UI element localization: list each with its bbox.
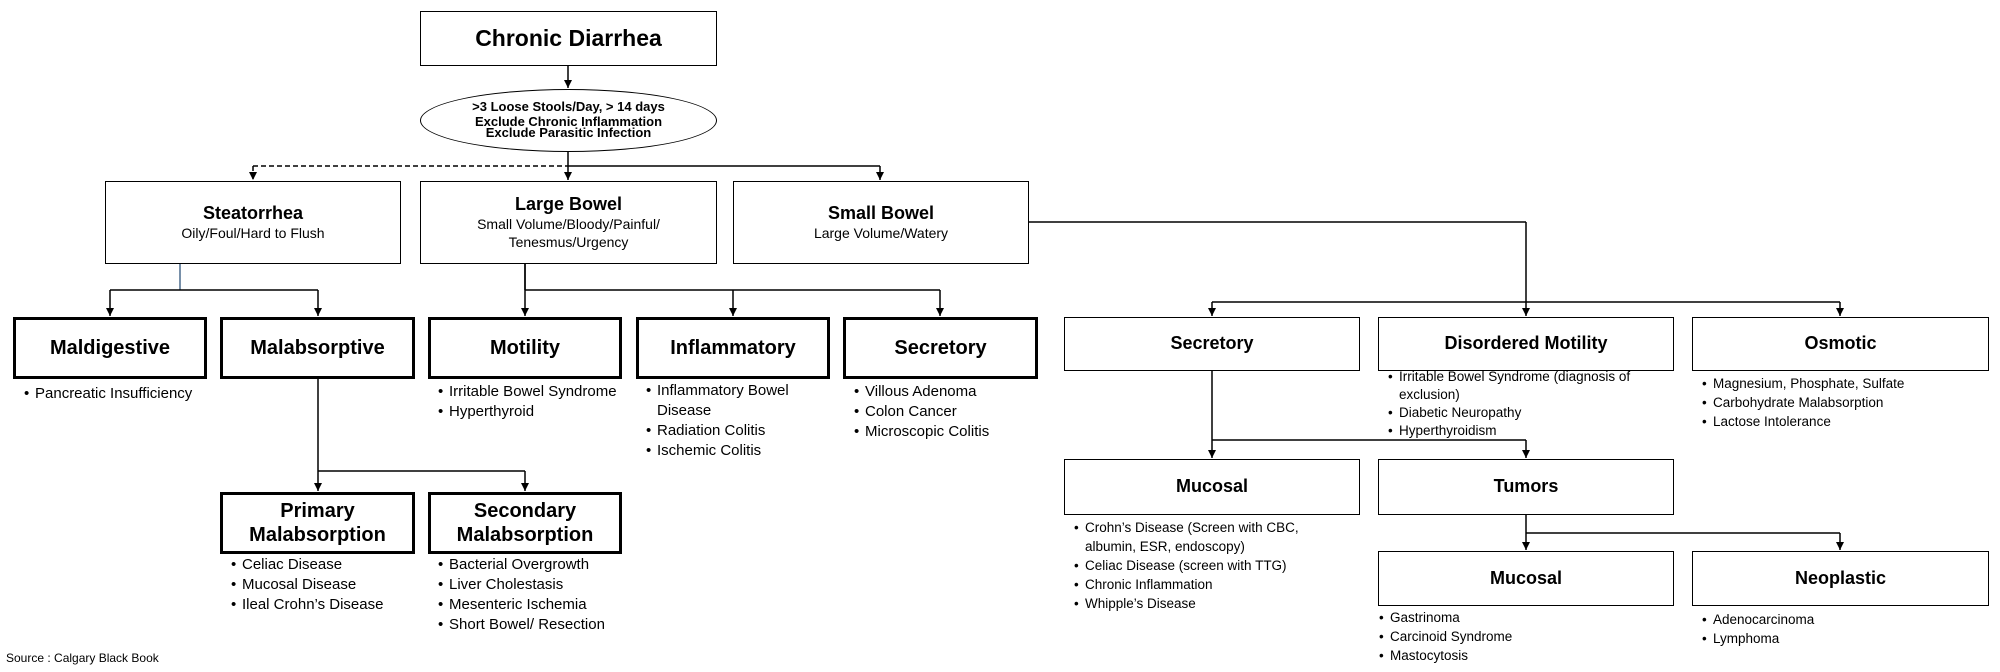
list-item: Magnesium, Phosphate, Sulfate — [1702, 374, 1982, 393]
primary-malabsorption-box: Primary Malabsorption — [220, 492, 415, 554]
small-bowel-desc: Large Volume/Watery — [813, 225, 949, 242]
list-item: Short Bowel/ Resection — [438, 615, 638, 635]
secretory-lb-box: Secretory — [843, 317, 1038, 379]
list-item: Mastocytosis — [1379, 646, 1639, 665]
inflammatory-list: Inflammatory Bowel Disease Radiation Col… — [646, 381, 828, 461]
motility-list: Irritable Bowel Syndrome Hyperthyroid — [438, 382, 638, 422]
secretory-sb-title: Secretory — [1170, 333, 1254, 354]
malabsorptive-title: Malabsorptive — [250, 337, 385, 359]
list-item: Hyperthyroid — [438, 402, 638, 422]
osmotic-title: Osmotic — [1804, 333, 1877, 354]
inflammatory-box: Inflammatory — [636, 317, 830, 379]
list-item: Celiac Disease (screen with TTG) — [1074, 556, 1344, 575]
criteria-line-2: Exclude Chronic Inflammation — [474, 113, 663, 129]
list-item: Ischemic Colitis — [646, 441, 828, 461]
maldigestive-list: Pancreatic Insufficiency — [24, 384, 194, 404]
secretory-sb-box: Secretory — [1064, 317, 1360, 371]
list-item: Crohn’s Disease (Screen with CBC, albumi… — [1074, 518, 1344, 556]
tumor-mucosal-title: Mucosal — [1489, 567, 1563, 588]
list-item: Carbohydrate Malabsorption — [1702, 393, 1982, 412]
tumor-mucosal-list: Gastrinoma Carcinoid Syndrome Mastocytos… — [1379, 608, 1639, 665]
primary-title-1: Primary — [280, 500, 355, 522]
mucosal-box: Mucosal — [1064, 459, 1360, 515]
list-item: Diabetic Neuropathy — [1388, 404, 1658, 422]
chronic-diarrhea-box: Chronic Diarrhea — [420, 11, 717, 66]
list-item: Chronic Inflammation — [1074, 575, 1344, 594]
secondary-title-2: Malabsorption — [456, 524, 594, 546]
disordered-motility-box: Disordered Motility — [1378, 317, 1674, 371]
list-item: Mucosal Disease — [231, 575, 421, 595]
neoplastic-title: Neoplastic — [1794, 567, 1887, 588]
malabsorptive-box: Malabsorptive — [220, 317, 415, 379]
list-item: Adenocarcinoma — [1702, 610, 1962, 629]
list-item: Radiation Colitis — [646, 421, 828, 441]
secondary-malabsorption-list: Bacterial Overgrowth Liver Cholestasis M… — [438, 555, 638, 635]
list-item: Villous Adenoma — [854, 382, 1034, 402]
steatorrhea-title: Steatorrhea — [202, 202, 304, 223]
large-bowel-desc-1: Small Volume/Bloody/Painful/ — [477, 216, 660, 233]
list-item: Whipple’s Disease — [1074, 594, 1344, 613]
maldigestive-title: Maldigestive — [49, 337, 171, 359]
list-item: Ileal Crohn’s Disease — [231, 595, 421, 615]
steatorrhea-box: Steatorrhea Oily/Foul/Hard to Flush — [105, 181, 401, 264]
list-item: Microscopic Colitis — [854, 422, 1034, 442]
list-item: Pancreatic Insufficiency — [24, 384, 194, 404]
neoplastic-box: Neoplastic — [1692, 551, 1989, 606]
list-item: Carcinoid Syndrome — [1379, 627, 1639, 646]
list-item: Bacterial Overgrowth — [438, 555, 638, 575]
tumors-title: Tumors — [1493, 476, 1559, 497]
list-item: Inflammatory Bowel Disease — [646, 381, 828, 421]
motility-box: Motility — [428, 317, 622, 379]
criteria-oval: >3 Loose Stools/Day, > 14 days Exclude C… — [420, 89, 717, 152]
large-bowel-box: Large Bowel Small Volume/Bloody/Painful/… — [420, 181, 717, 264]
list-item: Mesenteric Ischemia — [438, 595, 638, 615]
maldigestive-box: Maldigestive — [13, 317, 207, 379]
primary-title-2: Malabsorption — [249, 524, 386, 546]
mucosal-title: Mucosal — [1175, 476, 1249, 497]
osmotic-list: Magnesium, Phosphate, Sulfate Carbohydra… — [1702, 374, 1982, 431]
steatorrhea-desc: Oily/Foul/Hard to Flush — [181, 225, 325, 242]
primary-malabsorption-list: Celiac Disease Mucosal Disease Ileal Cro… — [231, 555, 421, 615]
small-bowel-box: Small Bowel Large Volume/Watery — [733, 181, 1029, 264]
criteria-line-3: Exclude Parasitic Infection — [485, 125, 652, 141]
secondary-title-1: Secondary — [473, 500, 577, 522]
list-item: Celiac Disease — [231, 555, 421, 575]
list-item: Colon Cancer — [854, 402, 1034, 422]
list-item: Liver Cholestasis — [438, 575, 638, 595]
secretory-lb-list: Villous Adenoma Colon Cancer Microscopic… — [854, 382, 1034, 442]
inflammatory-title: Inflammatory — [670, 337, 796, 359]
disordered-motility-list: Irritable Bowel Syndrome (diagnosis of e… — [1388, 368, 1658, 440]
list-item: Gastrinoma — [1379, 608, 1639, 627]
motility-title: Motility — [490, 337, 560, 359]
criteria-line-1: >3 Loose Stools/Day, > 14 days — [472, 98, 665, 114]
list-item: Irritable Bowel Syndrome — [438, 382, 638, 402]
list-item: Lactose Intolerance — [1702, 412, 1982, 431]
large-bowel-title: Large Bowel — [514, 193, 623, 214]
mucosal-list: Crohn’s Disease (Screen with CBC, albumi… — [1074, 518, 1344, 613]
chronic-diarrhea-title: Chronic Diarrhea — [475, 24, 662, 51]
osmotic-box: Osmotic — [1692, 317, 1989, 371]
source-citation: Source : Calgary Black Book — [6, 651, 159, 665]
list-item: Lymphoma — [1702, 629, 1962, 648]
secondary-malabsorption-box: Secondary Malabsorption — [428, 492, 622, 554]
large-bowel-desc-2: Tenesmus/Urgency — [508, 234, 629, 251]
disordered-motility-title: Disordered Motility — [1444, 333, 1608, 354]
tumor-mucosal-box: Mucosal — [1378, 551, 1674, 606]
tumors-box: Tumors — [1378, 459, 1674, 515]
list-item: Hyperthyroidism — [1388, 422, 1658, 440]
neoplastic-list: Adenocarcinoma Lymphoma — [1702, 610, 1962, 648]
list-item: Irritable Bowel Syndrome (diagnosis of e… — [1388, 368, 1658, 404]
small-bowel-title: Small Bowel — [827, 202, 935, 223]
secretory-lb-title: Secretory — [894, 337, 987, 359]
